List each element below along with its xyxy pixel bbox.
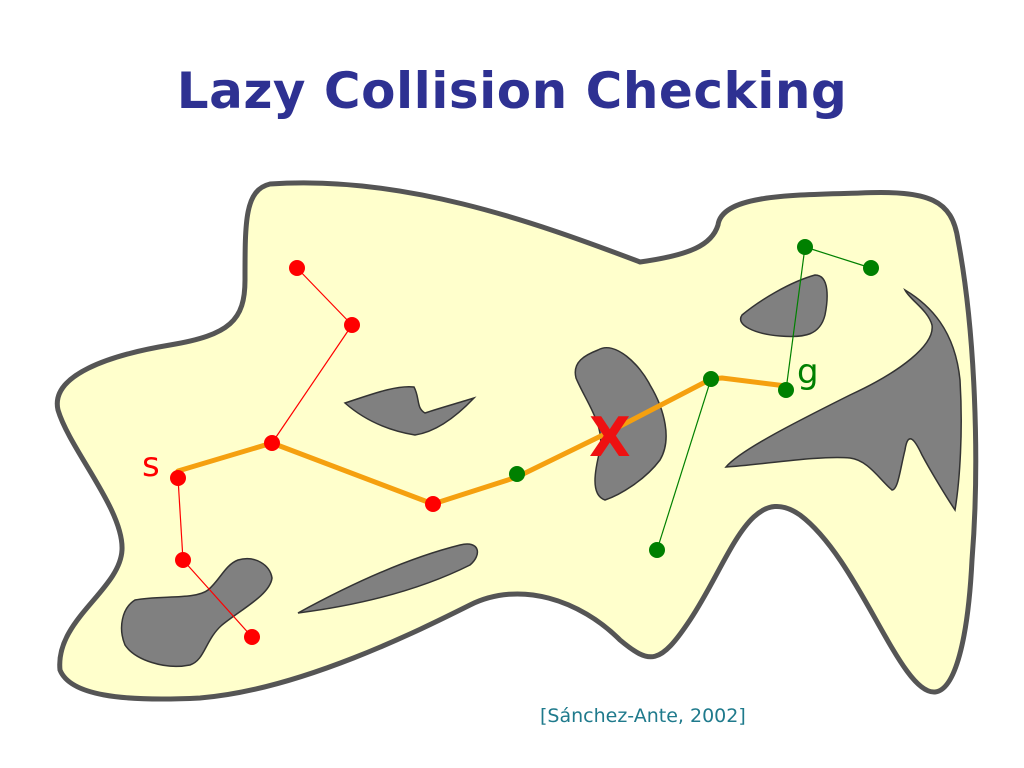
goal-node: [778, 382, 794, 398]
start-tree-edge: [182, 559, 253, 638]
obstacle: [297, 543, 479, 614]
goal-tree-edge: [656, 378, 712, 551]
goal-label: g: [797, 352, 819, 392]
obstacle: [724, 288, 962, 512]
start-label: s: [142, 445, 160, 485]
start-tree: [177, 267, 353, 638]
tree-node: [703, 371, 719, 387]
tree-node: [344, 317, 360, 333]
tree-node: [244, 629, 260, 645]
obstacle: [343, 386, 477, 436]
tree-node: [264, 435, 280, 451]
tree-node: [863, 260, 879, 276]
start-tree-edge: [271, 324, 353, 444]
tree-node: [425, 496, 441, 512]
candidate-path: [175, 375, 789, 507]
tree-node: [175, 552, 191, 568]
goal-tree: [656, 246, 872, 551]
start-node: [170, 470, 186, 486]
start-tree-edge: [177, 477, 184, 561]
tree-node: [289, 260, 305, 276]
tree-node: [649, 542, 665, 558]
tree-node: [797, 239, 813, 255]
start-tree-edge: [296, 267, 353, 326]
goal-tree-nodes: [509, 239, 879, 558]
obstacle: [120, 558, 273, 667]
tree-node: [509, 466, 525, 482]
goal-tree-edge: [804, 246, 872, 269]
obstacle: [739, 274, 828, 338]
start-tree-nodes: [170, 260, 441, 645]
collision-marker: X: [589, 406, 631, 469]
slide-title: Lazy Collision Checking: [176, 62, 848, 120]
goal-tree-edge: [785, 246, 806, 391]
citation: [Sánchez-Ante, 2002]: [540, 705, 746, 727]
